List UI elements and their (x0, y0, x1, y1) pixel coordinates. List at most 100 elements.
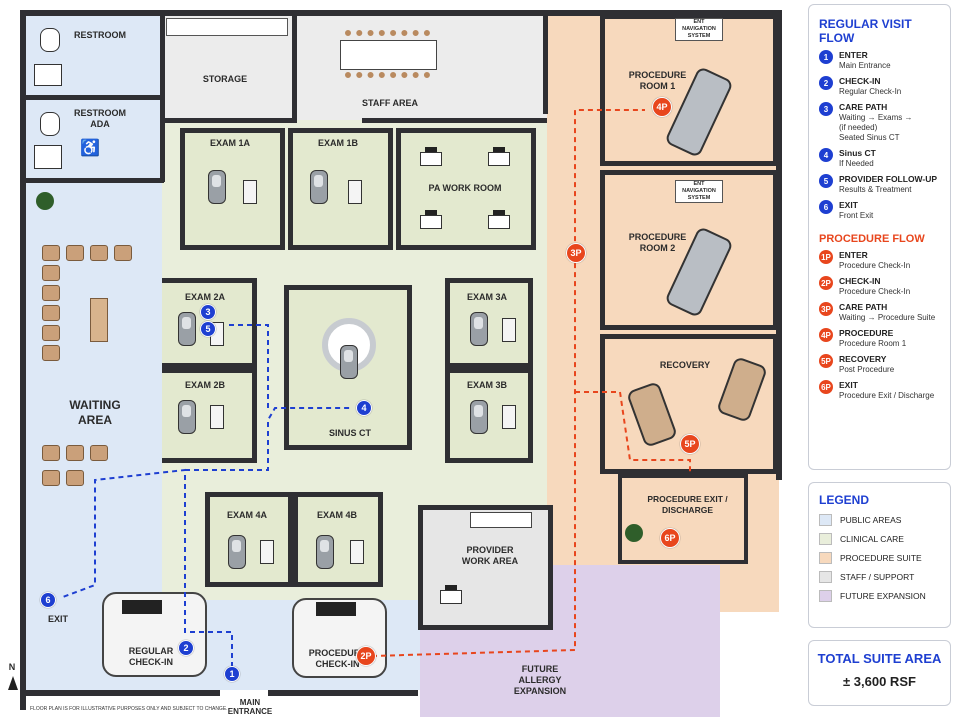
future-allergy-label: FUTURE ALLERGY EXPANSION (513, 664, 567, 696)
pa-desk (420, 147, 442, 166)
regular-flow-step-title: CARE PATH (839, 102, 888, 112)
pa-desk (488, 147, 510, 166)
staff-table (340, 40, 437, 70)
regular-flow-step-sub: If Needed (839, 159, 874, 168)
storage-label: STORAGE (202, 74, 248, 84)
marker-2: 2 (178, 640, 194, 656)
exam-3b-label: EXAM 3B (466, 380, 507, 390)
regular-flow-step-title: CHECK-IN (839, 76, 881, 86)
total-value: ± 3,600 RSF (843, 674, 916, 689)
regular-flow-step-sub: Main Entrance (839, 61, 891, 70)
marker-6p: 6P (660, 528, 680, 548)
future-zone-2 (620, 565, 720, 717)
exam-4a-label: EXAM 4A (226, 510, 267, 520)
disclaimer: FLOOR PLAN IS FOR ILLUSTRATIVE PURPOSES … (30, 706, 228, 712)
legend-item: PROCEDURE SUITE (819, 552, 940, 564)
exam-stand (350, 540, 364, 564)
main-entrance-label: MAIN ENTRANCE (227, 698, 273, 716)
regular-flow-step-title: ENTER (839, 50, 868, 60)
regular-flow-step-number: 4 (819, 148, 833, 162)
pa-desk (420, 210, 442, 229)
total-panel: TOTAL SUITE AREA ± 3,600 RSF (808, 640, 951, 706)
procedure-flow-step-sub: Procedure Room 1 (839, 339, 907, 348)
procedure-room-1-label: PROCEDURE ROOM 1 (628, 70, 687, 91)
provider-counter (470, 512, 532, 528)
provider-work-area-label: PROVIDER WORK AREA (461, 545, 519, 566)
regular-flow-step-sub: Front Exit (839, 211, 874, 220)
procedure-checkin-label: PROCEDURE CHECK-IN (308, 648, 367, 669)
procedure-flow-step-title: EXIT (839, 380, 858, 390)
exam-chair (178, 312, 196, 346)
regular-flow-step-number: 1 (819, 50, 833, 64)
provider-desk (440, 585, 462, 604)
staff-table-chairs (345, 30, 430, 78)
procedure-flow-title: PROCEDURE FLOW (819, 233, 925, 245)
total-title: TOTAL SUITE AREA (817, 651, 942, 666)
procedure-exit-room (618, 474, 748, 564)
exam-stand (502, 318, 516, 342)
legend-swatch (819, 552, 832, 564)
procedure-exit-label: PROCEDURE EXIT / DISCHARGE (647, 494, 728, 515)
procedure-flow-step-number: 4P (819, 328, 833, 342)
north-arrow-icon (8, 676, 18, 690)
procedure-flow-step-sub: Procedure Exit / Discharge (839, 391, 935, 400)
toilet-icon (40, 112, 60, 136)
legend-items: PUBLIC AREAS CLINICAL CARE PROCEDURE SUITE… (819, 514, 940, 602)
waiting-area-label: WAITING AREA (69, 398, 121, 427)
exit-label: EXIT (47, 614, 68, 624)
marker-4: 4 (356, 400, 372, 416)
exam-stand (260, 540, 274, 564)
legend-swatch (819, 590, 832, 602)
marker-5: 5 (200, 321, 216, 337)
regular-flow-step-number: 6 (819, 200, 833, 214)
marker-5p: 5P (680, 434, 700, 454)
exam-1a-label: EXAM 1A (209, 138, 250, 148)
pa-work-room-label: PA WORK ROOM (428, 183, 502, 193)
marker-4p: 4P (652, 97, 672, 117)
exam-4b-room (293, 492, 383, 587)
regular-flow-step-number: 3 (819, 102, 833, 116)
ct-chair (340, 345, 358, 379)
marker-1: 1 (224, 666, 240, 682)
legend-label: PROCEDURE SUITE (840, 553, 922, 563)
exam-chair (178, 400, 196, 434)
exam-chair (470, 312, 488, 346)
exam-chair (316, 535, 334, 569)
procedure-flow-step-number: 6P (819, 380, 833, 394)
exam-2b-label: EXAM 2B (184, 380, 225, 390)
legend-swatch (819, 571, 832, 583)
procedure-flow-step-sub: Post Procedure (839, 365, 895, 374)
regular-flow-step-title: EXIT (839, 200, 858, 210)
procedure-room-2-label: PROCEDURE ROOM 2 (628, 232, 687, 253)
procedure-flow-step-number: 1P (819, 250, 833, 264)
exam-stand (210, 405, 224, 429)
legend-swatch (819, 514, 832, 526)
toilet-icon (40, 28, 60, 52)
legend-item: STAFF / SUPPORT (819, 571, 940, 583)
regular-flow-step-title: Sinus CT (839, 148, 876, 158)
procedure-flow-step-title: PROCEDURE (839, 328, 894, 338)
regular-flow-title: REGULAR VISIT FLOW (819, 17, 912, 45)
accessible-icon: ♿ (80, 140, 100, 157)
regular-flow-step-sub: Regular Check-In (839, 87, 902, 96)
exam-4a-room (205, 492, 293, 587)
ent-nav-1-label: ENT NAVIGATION SYSTEM (675, 18, 723, 41)
exam-stand (502, 405, 516, 429)
legend-item: CLINICAL CARE (819, 533, 940, 545)
regular-flow-step-number: 5 (819, 174, 833, 188)
checkin-monitor (122, 600, 162, 614)
legend-label: PUBLIC AREAS (840, 515, 902, 525)
sink-icon (34, 64, 62, 86)
plant-icon (36, 192, 54, 210)
legend-label: FUTURE EXPANSION (840, 591, 926, 601)
pa-desk (488, 210, 510, 229)
